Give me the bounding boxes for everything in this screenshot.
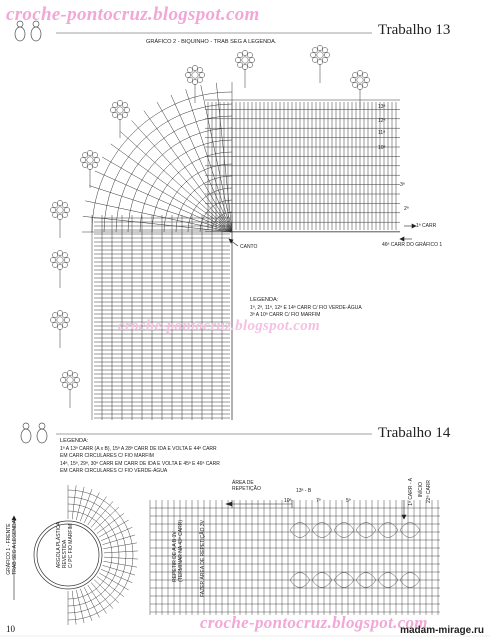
- row-label-10: 10ª: [378, 145, 386, 151]
- site-watermark: madam-mirage.ru: [400, 625, 484, 636]
- blog-watermark-middle: croche-pontocruz.blogspot.com: [118, 318, 321, 334]
- legend-line2-13: 3ª A 10ª CARR C/ FIO MARFIM: [250, 312, 321, 318]
- ring-fan: [67, 485, 138, 625]
- row-label-1: 1ª CARR: [416, 223, 437, 229]
- row-label-10-b: 10ª: [284, 498, 292, 504]
- row-label-7-b: 7ª: [316, 498, 321, 504]
- chart-vertical-band: [91, 215, 233, 420]
- chart-corner-fan: [82, 82, 233, 233]
- chart-horizontal-band: [205, 99, 400, 233]
- legend-line4-14: EM CARR CIRCULARES C/ FIO VERDE-ÁGUA: [60, 468, 168, 474]
- row-label-2: 2ª: [404, 206, 409, 212]
- row-label-46: 46ª CARR DO GRÁFICO 1: [382, 242, 443, 248]
- legend-title-14: LEGENDA:: [60, 438, 89, 444]
- doll-icons-bottom: [20, 422, 48, 444]
- stitch-strips: [149, 500, 440, 615]
- chart-caption: GRÁFICO 2 - BIQUINHO - TRAB SEG A LEGEND…: [146, 39, 277, 45]
- first-row-label: 1ª CARR - A: [408, 478, 414, 506]
- blog-watermark-top: croche-pontocruz.blogspot.com: [6, 4, 260, 25]
- repeat-note: REPETIR DE A A B 1V (TERMINAR NA 43ª CAR…: [172, 520, 184, 582]
- row-label-13b: 13ª - B: [296, 488, 312, 494]
- legend-line3-14: 14ª, 15ª, 29ª, 30ª CARR EM CARR DE IDA E…: [60, 461, 220, 467]
- ring-label: ARGOLA PLÁSTICA REVESTIDA C/ PC FIO MARF…: [56, 522, 74, 569]
- row-label-13: 13ª: [378, 104, 386, 110]
- section-title-trabalho-14: Trabalho 14: [378, 425, 451, 441]
- repeat-area-note: FAZER ÁREA DE REPETIÇÃO 3V: [200, 520, 206, 597]
- section-title-trabalho-13: Trabalho 13: [378, 22, 451, 38]
- row-label-11: 11ª: [378, 130, 386, 136]
- legend-line1-14: 1ª A 13ª CARR (A x B), 15ª A 28ª CARR DE…: [60, 446, 217, 452]
- row-22-label: 22ª CARR: [426, 480, 432, 503]
- graph-1-label: GRÁFICO 1 - FRENTE TRAB SEG A LEGENDA: [6, 520, 18, 575]
- corner-label: CANTO: [240, 244, 258, 250]
- plastic-ring: [33, 520, 103, 590]
- row-label-12: 12ª: [378, 118, 386, 124]
- row-arrows: [399, 223, 417, 242]
- legend-line2-14: EM CARR CIRCULARES C/ FIO MARFIM: [60, 453, 154, 459]
- legend-line1-13: 1ª, 2ª, 11ª, 12ª E 14ª CARR C/ FIO VERDE…: [250, 305, 362, 311]
- start-label-right: INÍCIO: [418, 482, 424, 498]
- corner-arrow: [228, 238, 239, 247]
- row-label-3: 3ª: [400, 182, 405, 188]
- row-label-5-b: 5ª: [346, 498, 351, 504]
- doll-icons-top: [14, 20, 42, 42]
- page-number: 10: [6, 624, 15, 634]
- blog-watermark-bottom: croche-pontocruz.blogspot.com: [200, 613, 428, 632]
- start-arrow: [11, 515, 17, 600]
- repeat-area-bracket: [225, 500, 293, 508]
- repeat-area-label: ÁREA DE REPETIÇÃO: [232, 480, 261, 492]
- picot-scallops: [50, 45, 370, 408]
- legend-title-13: LEGENDA:: [250, 297, 279, 303]
- start-arrow-right: [401, 500, 407, 520]
